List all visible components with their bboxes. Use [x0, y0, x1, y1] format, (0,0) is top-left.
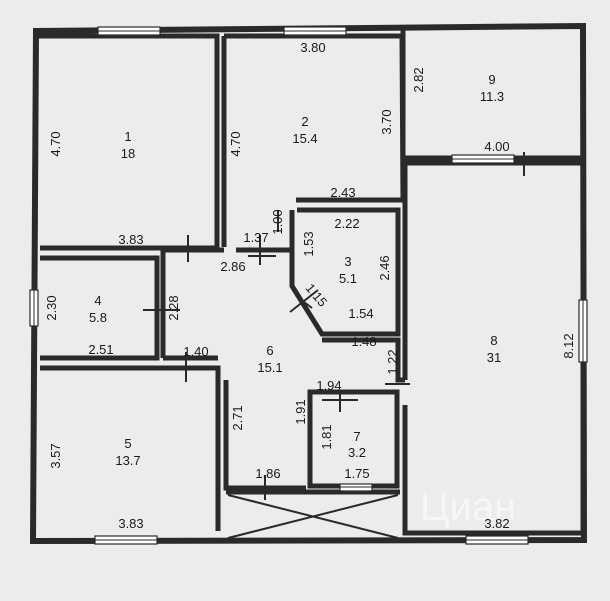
room-3-area: 5.1: [339, 271, 357, 286]
dim-room5-bottom: 3.83: [118, 516, 143, 531]
dim-room7-left: 1.81: [319, 424, 334, 449]
door-marks: [143, 152, 538, 500]
room-4-number: 4: [94, 293, 101, 308]
dim-room6-right: 1.91: [293, 399, 308, 424]
room-labels: 1 18 2 15.4 3 5.1 4 5.8 5 13.7 6 15.1 7 …: [89, 72, 504, 468]
dim-room6-left: 2.71: [230, 405, 245, 430]
watermark-text: Циан: [420, 485, 516, 529]
dim-hall-bottom: 1.48: [351, 334, 376, 349]
room-1-area: 18: [121, 146, 135, 161]
room-9-area: 11.3: [480, 89, 504, 104]
room-7-number: 7: [353, 429, 360, 444]
dim-room5-left: 3.57: [48, 443, 63, 468]
room-8-area: 31: [487, 350, 501, 365]
dim-room2-top: 3.80: [300, 40, 325, 55]
dim-room8-bottom: 3.82: [484, 516, 509, 531]
dim-room7-bottom: 1.75: [344, 466, 369, 481]
dim-room2-left: 4.70: [228, 131, 243, 156]
room-1-number: 1: [124, 129, 131, 144]
dim-room4-left: 2.30: [44, 295, 59, 320]
room-2-area: 15.4: [292, 131, 317, 146]
dim-room4-right: 2.28: [166, 295, 181, 320]
dim-room3-left: 1.53: [301, 231, 316, 256]
room-5-area: 13.7: [115, 453, 140, 468]
room-2-number: 2: [301, 114, 308, 129]
dim-room9-left: 2.82: [411, 67, 426, 92]
dim-room9-bottom: 4.00: [484, 139, 509, 154]
dim-room1-left: 4.70: [48, 131, 63, 156]
room-5-number: 5: [124, 436, 131, 451]
room-3-number: 3: [344, 254, 351, 269]
room-6-number: 6: [266, 343, 273, 358]
windows: [29, 26, 588, 545]
dim-room6-bottom: 1.86: [255, 466, 280, 481]
dim-hall-top: 2.86: [220, 259, 245, 274]
room-8-number: 8: [490, 333, 497, 348]
dim-room4-bottom: 2.51: [88, 342, 113, 357]
dim-room3-right: 2.46: [377, 255, 392, 280]
room-4-area: 5.8: [89, 310, 107, 325]
dim-room5-top: 1.40: [183, 344, 208, 359]
dim-room3-bottom: 1.54: [348, 306, 373, 321]
dim-room8-right: 8.12: [561, 333, 576, 358]
dim-hall-right: 1.22: [385, 349, 400, 374]
dim-hall-door: 1.37: [243, 230, 268, 245]
dim-room7-top: 1.94: [316, 378, 341, 393]
outer-walls: [29, 22, 588, 545]
dim-hall-jog: 1.00: [270, 209, 285, 234]
room-9-number: 9: [488, 72, 495, 87]
dim-room2-bottom: 2.43: [330, 185, 355, 200]
room-7-area: 3.2: [348, 445, 366, 460]
dim-room3-top: 2.22: [334, 216, 359, 231]
room-6-area: 15.1: [257, 360, 282, 375]
dim-room2-right: 3.70: [379, 109, 394, 134]
dim-room1-bottom: 3.83: [118, 232, 143, 247]
